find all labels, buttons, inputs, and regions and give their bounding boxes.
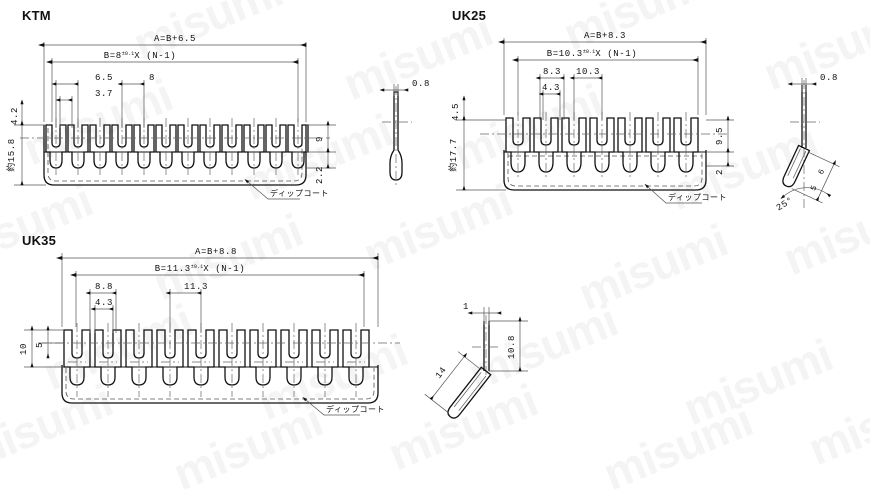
uk25-dim-a-text: A=B+8.3 [584, 31, 626, 41]
uk35-dim-b-tail: X (N-1) [203, 264, 245, 274]
ktm-side-view: 0.8 [379, 79, 430, 188]
watermark: misumi [675, 328, 840, 436]
uk25-dipcoat-label: ディップコート [668, 192, 727, 202]
uk25-dim-slot-outer: 8.3 [535, 67, 565, 120]
uk25-comb-profile [480, 112, 730, 191]
uk25-dim-leg-width-text: 5 [809, 184, 819, 193]
watermark: misumi [595, 393, 760, 501]
uk25-dim-angle-text: 25° [775, 195, 796, 213]
uk35-dim-height-5: 5 [35, 325, 64, 359]
ktm-dim-b-tail: X (N-1) [134, 51, 176, 61]
uk35-dim-10-text: 10 [19, 343, 29, 355]
ktm-dim-pitch-text: 8 [149, 73, 155, 83]
svg-text:B=8±0.1X (N-1): B=8±0.1X (N-1) [104, 51, 176, 61]
ktm-dim-thickness-text: 0.8 [412, 79, 430, 89]
uk35-dim-4-3-text: 4.3 [95, 298, 113, 308]
ktm-dim-15-8-text: 約15.8 [5, 138, 17, 172]
ktm-dipcoat-leader: ディップコート [244, 179, 329, 200]
uk35-comb-profile [38, 323, 400, 404]
ktm-dim-a-text: A=B+6.5 [154, 34, 196, 44]
uk25-dim-b-tol: ±0.1 [583, 49, 595, 55]
uk35-dim-10-8-text: 10.8 [507, 335, 517, 359]
ktm-dim-height: 約15.8 [5, 120, 46, 186]
ktm-comb-profile [20, 118, 330, 186]
uk25-dim-top-gap: 4.5 [451, 95, 466, 121]
uk25-dim-pitch-text: 10.3 [576, 67, 600, 77]
ktm-dim-b-value: B=8 [104, 51, 122, 61]
uk35-dim-overall-a: A=B+8.8 [56, 247, 379, 327]
uk25-dim-9-5-text: 9.5 [715, 127, 725, 145]
ktm-dim-9-text: 9 [315, 136, 325, 142]
uk25-dim-17-7-text: 約17.7 [447, 138, 459, 172]
svg-text:B=11.3±0.1X (N-1): B=11.3±0.1X (N-1) [155, 264, 245, 274]
figure-uk25: A=B+8.3 B=10.3±0.1X (N-1) 8.3 [440, 0, 870, 230]
uk25-dim-b-tail: X (N-1) [595, 49, 637, 59]
uk25-dim-slot-inner: 4.3 [538, 83, 561, 120]
uk35-dim-overall-b: B=11.3±0.1X (N-1) [70, 264, 365, 327]
ktm-dim-4-2-text: 4.2 [10, 107, 20, 125]
uk25-dim-overall-b: B=10.3±0.1X (N-1) [512, 49, 699, 115]
ktm-dim-overall-a: A=B+6.5 [38, 34, 307, 122]
ktm-fork-tooth-group [45, 118, 309, 175]
uk35-dim-14-text: 14 [434, 365, 449, 381]
uk35-dim-b-value: B=11.3 [155, 264, 191, 274]
ktm-dim-slot-inner: 3.7 [55, 89, 113, 128]
ktm-dim-top-gap: 4.2 [10, 99, 24, 126]
uk35-dim-a-text: A=B+8.8 [195, 247, 237, 257]
figure-ktm: A=B+6.5 B=8±0.1X (N-1) 6.5 [0, 0, 440, 230]
uk25-dim-4-5-text: 4.5 [451, 103, 461, 121]
uk35-dim-8-8-text: 8.8 [95, 282, 113, 292]
uk25-dim-8-3-text: 8.3 [543, 67, 561, 77]
ktm-dim-overall-b: B=8±0.1X (N-1) [46, 51, 299, 122]
uk35-side-view: 1 10.8 14 [424, 302, 528, 419]
uk35-dim-slot-inner: 4.3 [90, 298, 114, 333]
uk35-fork-tooth-group [63, 323, 370, 397]
uk25-dim-thickness-text: 0.8 [820, 73, 838, 83]
figure-title-ktm: KTM [22, 8, 51, 23]
uk35-dim-5-text: 5 [35, 342, 45, 348]
ktm-dim-2-2-text: 2.2 [315, 166, 325, 184]
watermark: misumi [800, 368, 870, 476]
uk25-side-view: 0.8 25° 6 5 [775, 73, 840, 213]
ktm-dipcoat-label: ディップコート [270, 188, 329, 198]
uk25-fork-tooth-group [505, 112, 699, 180]
uk35-dipcoat-leader: ディップコート [302, 397, 385, 416]
uk25-dim-leg-len-text: 6 [817, 168, 827, 177]
uk25-dim-fork-depth: 9.5 [706, 115, 734, 153]
ktm-dim-tab-height: 2.2 [306, 147, 336, 184]
uk35-dim-b-tol: ±0.1 [191, 264, 203, 270]
uk35-dim-thickness-text: 1 [463, 302, 469, 312]
ktm-dim-6-5-text: 6.5 [95, 73, 113, 83]
figure-title-uk25: UK25 [452, 8, 487, 23]
uk25-dim-4-3-text: 4.3 [542, 83, 560, 93]
ktm-dim-b-tol: ±0.1 [122, 51, 134, 57]
uk25-dipcoat-leader: ディップコート [644, 183, 727, 204]
uk25-dim-2-text: 2 [715, 169, 725, 175]
uk35-dim-slot-outer: 8.8 [85, 282, 117, 333]
uk25-dim-pitch: 10.3 [569, 67, 603, 120]
ktm-dim-fork-depth: 9 [306, 120, 336, 153]
figure-uk35: A=B+8.8 B=11.3±0.1X (N-1) 8.8 [0, 225, 560, 450]
ktm-dim-pitch: 8 [117, 73, 155, 128]
uk25-dim-tab-height: 2 [706, 147, 734, 175]
uk25-dim-overall-a: A=B+8.3 [498, 31, 707, 115]
figure-title-uk35: UK35 [22, 233, 57, 248]
uk25-dim-height: 約17.7 [447, 115, 506, 191]
uk35-dim-pitch-text: 11.3 [184, 282, 208, 292]
ktm-dim-slot-outer: 6.5 [51, 73, 113, 128]
uk35-dipcoat-label: ディップコート [326, 404, 385, 414]
uk35-dim-height-10: 10 [19, 325, 64, 368]
uk25-dim-b-value: B=10.3 [547, 49, 583, 59]
ktm-dim-3-7-text: 3.7 [95, 89, 113, 99]
svg-text:B=10.3±0.1X (N-1): B=10.3±0.1X (N-1) [547, 49, 637, 59]
uk35-dim-pitch: 11.3 [165, 282, 208, 333]
